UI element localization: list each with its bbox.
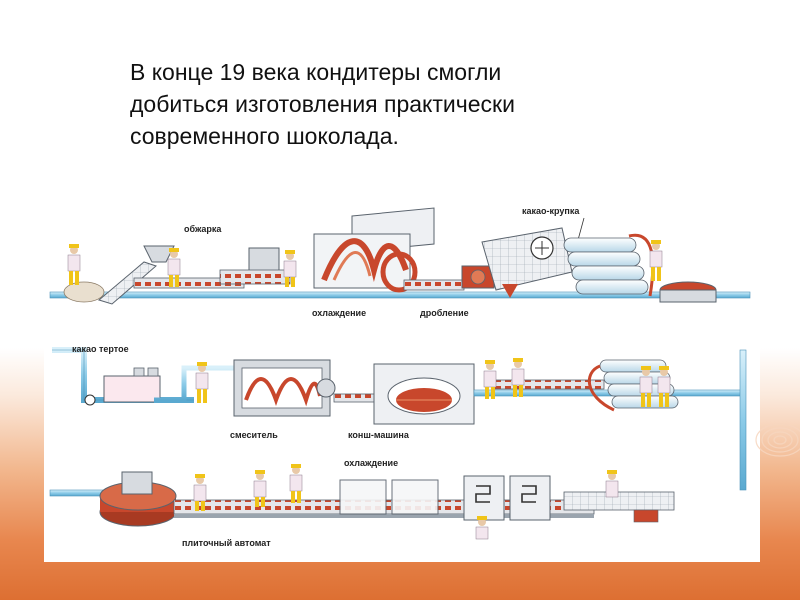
label-cooling-2: охлаждение [344, 458, 399, 468]
slide-title: В конце 19 века кондитеры смогли добитьс… [130, 59, 515, 149]
chocolate-production-diagram: обжарка какао-крупка охлаждение дроблени… [44, 200, 760, 562]
label-conche: конш-машина [348, 430, 409, 440]
conche-machine [373, 363, 475, 425]
label-cooling-1: охлаждение [312, 308, 367, 318]
label-mixer: смеситель [230, 430, 278, 440]
production-line-drawing [49, 207, 751, 540]
spiral-cooler [313, 207, 435, 293]
label-cocoa-mass: какао тертое [72, 344, 129, 354]
tempering-drum [99, 471, 177, 527]
label-roasting: обжарка [184, 224, 222, 234]
roller-mill [563, 233, 655, 297]
workers-row-2 [195, 358, 671, 407]
label-crushing: дробление [420, 308, 469, 318]
workers-row-1 [67, 240, 663, 287]
row-mixing-conching [52, 347, 747, 491]
row-roasting-crushing [49, 207, 751, 305]
decorative-swirl-icon [755, 423, 800, 457]
mixer-machine [233, 359, 336, 417]
label-tablet-machine: плиточный автомат [182, 538, 271, 548]
row-tablet-molding [49, 471, 675, 527]
workers-row-3 [193, 464, 619, 540]
label-cocoa-nibs: какао-крупка [522, 206, 580, 216]
